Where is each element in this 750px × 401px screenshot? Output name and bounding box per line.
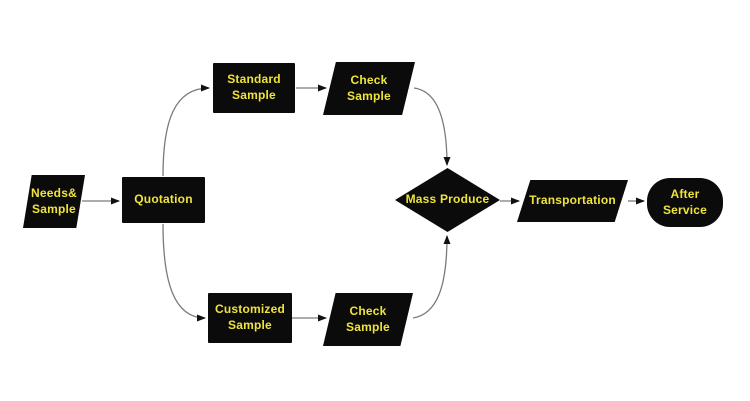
edge-quotation-to-standard-sample (162, 84, 210, 177)
parallelogram-shape (323, 293, 413, 346)
node-label: After Service (662, 186, 708, 217)
node-label: Transportation (529, 193, 616, 208)
node-label: Customized Sample (214, 302, 285, 332)
edge-check-sample-to-mass-produce-top (413, 87, 451, 166)
node-customized-sample: Customized Sample (208, 293, 292, 343)
rectangle-shape (122, 177, 205, 223)
node-label: Standard Sample (227, 72, 281, 102)
parallelogram-shape (517, 180, 628, 222)
parallelogram-shape (23, 175, 85, 228)
parallelogram-shape (323, 62, 415, 115)
edge-quotation-to-customized-sample (162, 223, 206, 322)
node-needs-sample: Needs& Sample (23, 175, 85, 228)
rectangle-shape (213, 63, 295, 113)
node-after-service: After Service (647, 178, 723, 227)
node-label: Check Sample (347, 72, 391, 103)
node-check-sample-top: Check Sample (323, 62, 415, 115)
node-transportation: Transportation (517, 180, 628, 222)
node-standard-sample: Standard Sample (213, 63, 295, 113)
edge-check-sample-to-mass-produce-bottom (412, 235, 451, 319)
stadium-shape (647, 178, 723, 227)
rectangle-shape (208, 293, 292, 343)
node-label: Check Sample (346, 303, 390, 334)
node-mass-produce: Mass Produce (395, 168, 500, 232)
node-quotation: Quotation (122, 177, 205, 223)
node-label: Mass Produce (405, 192, 490, 207)
node-label: Quotation (134, 192, 193, 207)
node-label: Needs& Sample (31, 185, 77, 216)
node-check-sample-bottom: Check Sample (323, 293, 413, 346)
